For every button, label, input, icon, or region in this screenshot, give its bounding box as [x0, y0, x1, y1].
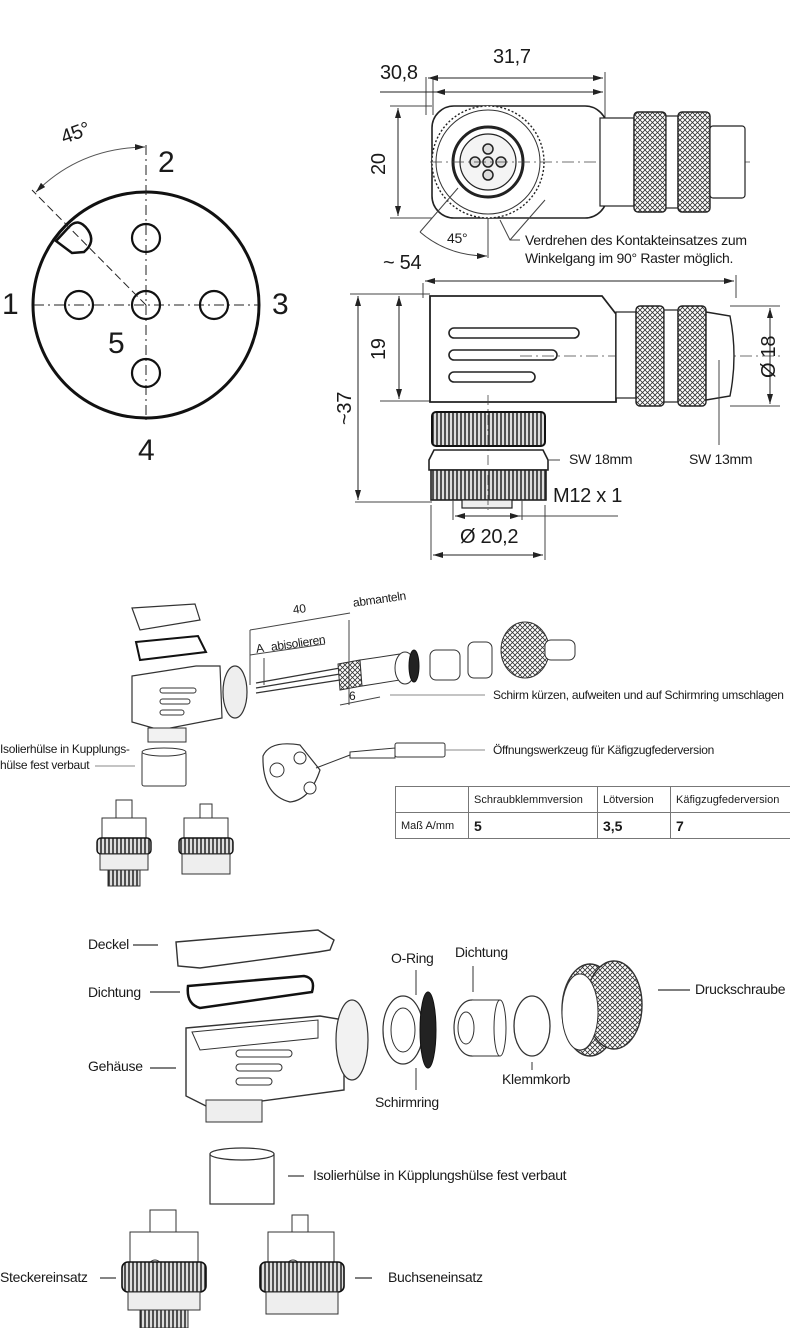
dim-37: ~37 [334, 391, 356, 425]
dim-19: 19 [368, 338, 390, 360]
pin-label-5: 5 [108, 327, 125, 360]
label-seal: Dichtung [455, 944, 508, 960]
label-seal-top: Dichtung [88, 984, 141, 1000]
insert-small-1 [96, 799, 152, 887]
dim-31-7: 31,7 [493, 46, 531, 68]
table-cell-cage-clamp: 7 [670, 812, 790, 839]
wrench-size-13: SW 13mm [689, 451, 753, 467]
assembly-cable-prep [95, 603, 576, 887]
rotation-note-line1: Verdrehen des Kontakteinsatzes zum [525, 232, 747, 248]
table-cell-screw: 5 [468, 812, 598, 839]
table-row: Maß A/mm 5 3,5 7 [395, 812, 790, 839]
sleeve-note-line2: hülse fest verbaut [0, 758, 90, 772]
bottom-inserts-drawing [100, 1147, 372, 1328]
sleeve-note-line1: Isolierhülse in Kupplungs- [0, 742, 130, 756]
dim-diameter-18: Ø 18 [758, 335, 780, 378]
pin-label-3: 3 [272, 288, 289, 321]
table-row-label: Maß A/mm [395, 812, 469, 839]
male-insert-drawing [121, 1209, 207, 1328]
label-cover: Deckel [88, 936, 129, 952]
tool-note: Öffnungswerkzeug für Käfigzugfederversio… [493, 743, 714, 757]
pin-5 [130, 289, 162, 321]
rotation-note-line2: Winkelgang im 90° Raster möglich. [525, 250, 734, 266]
shield-note: Schirm kürzen, aufweiten und auf Schirmr… [493, 688, 784, 702]
label-pressure-screw: Druckschraube [695, 981, 786, 997]
strip-length-label: 40 [292, 601, 307, 617]
label-sleeve: Isolierhülse in Küpplungshülse fest verb… [313, 1167, 567, 1183]
label-housing: Gehäuse [88, 1058, 143, 1074]
dim-diameter-20-2: Ø 20,2 [460, 526, 519, 548]
dim-30-8: 30,8 [380, 62, 418, 84]
pin-label-4: 4 [138, 434, 155, 467]
pin-1 [63, 289, 95, 321]
table-cell-solder: 3,5 [597, 812, 671, 839]
table-header-row: Schraubklemmversion Lötversion Käfigzugf… [395, 786, 790, 813]
pin-3 [198, 289, 230, 321]
side-view-drawing [350, 275, 780, 560]
label-shield-ring: Schirmring [375, 1094, 439, 1110]
pin-2 [130, 222, 162, 254]
shield-length-label: 6 [349, 689, 356, 703]
table-header-screw: Schraubklemmversion [468, 786, 598, 813]
insert-small-2 [178, 803, 234, 875]
table-header-solder: Lötversion [597, 786, 671, 813]
label-female-insert: Buchseneinsatz [388, 1269, 483, 1285]
a-label: A [255, 640, 265, 656]
top-angle-label: 45° [447, 230, 468, 246]
dim-20: 20 [368, 153, 390, 175]
exploded-view-drawing [133, 929, 690, 1123]
pin-4 [130, 357, 162, 389]
label-clamp-basket: Klemmkorb [502, 1071, 571, 1087]
female-insert-drawing [259, 1214, 345, 1315]
top-view-drawing [380, 72, 750, 259]
label-male-insert: Steckereinsatz [0, 1269, 88, 1285]
wrench-size-18: SW 18mm [569, 451, 633, 467]
table-header-empty [395, 786, 469, 813]
label-o-ring: O-Ring [391, 950, 434, 966]
pin-label-1: 1 [2, 288, 19, 321]
table-header-cage-clamp: Käfigzugfederversion [670, 786, 790, 813]
pin-label-2: 2 [158, 146, 175, 179]
dim-54: ~ 54 [383, 252, 422, 274]
coding-key [54, 221, 93, 255]
spec-table: Schraubklemmversion Lötversion Käfigzugf… [395, 786, 790, 839]
thread-label: M12 x 1 [553, 485, 623, 507]
pin-layout-diagram [31, 144, 261, 420]
